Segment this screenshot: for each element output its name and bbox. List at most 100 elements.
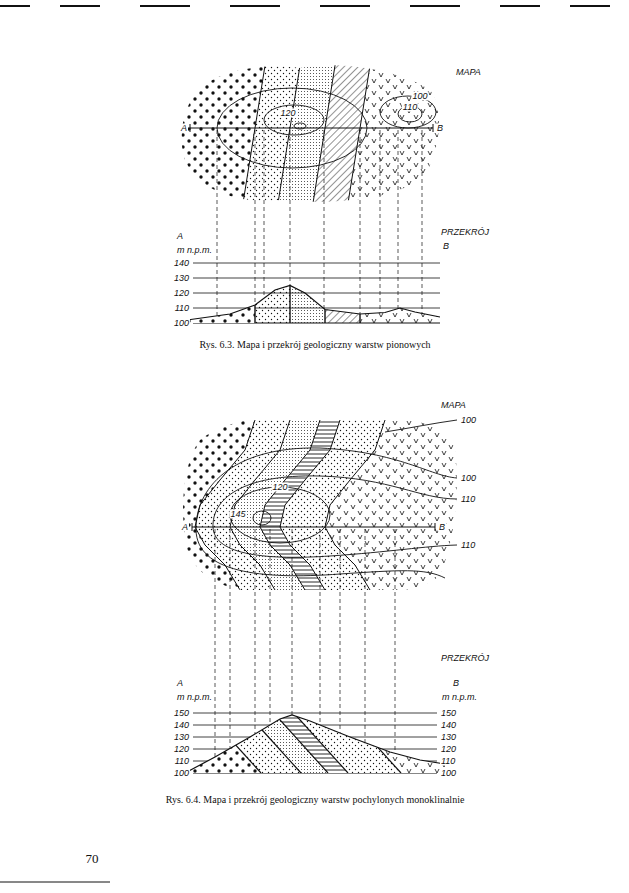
elevation-value: 130 (173, 733, 190, 742)
section-end: B (442, 242, 450, 251)
projection-lines (324, 130, 325, 309)
axis-unit: m n.p.m. (176, 693, 213, 702)
section-end: A (176, 232, 184, 241)
map-heading: MAPA (440, 401, 467, 410)
contour-value: 120 (271, 483, 288, 492)
monocline-beds-section (262, 700, 328, 773)
section-end: B (452, 679, 460, 688)
page-rule (60, 5, 100, 7)
elevation-value: 100 (173, 769, 190, 778)
monocline-beds-map (260, 420, 320, 590)
monocline-beds-map (325, 420, 460, 590)
axis-unit: m n.p.m. (441, 693, 478, 702)
elevation-value: 150 (440, 709, 457, 718)
page-rule (230, 5, 280, 7)
section-line (190, 128, 433, 129)
monocline-beds-map (325, 420, 385, 590)
monocline-beds-map (195, 420, 385, 590)
section-line (435, 523, 436, 531)
page-rule (140, 5, 190, 7)
section-heading: PRZEKRÓJ (440, 228, 490, 237)
elevation-value: 110 (174, 304, 190, 313)
projection-lines (360, 130, 361, 314)
monocline-beds-section (282, 700, 348, 773)
section-end: B (438, 523, 446, 532)
vertical-beds-map (347, 60, 371, 210)
figure-caption: Rys. 6.3. Mapa i przekrój geologiczny wa… (198, 340, 431, 350)
elevation-value: 120 (440, 745, 457, 754)
section-line (192, 523, 193, 531)
page-rule (0, 6, 610, 882)
vertical-beds-section (290, 280, 325, 324)
projection-lines (217, 130, 218, 316)
monocline-beds-map (230, 420, 290, 590)
vertical-beds-map (170, 60, 450, 210)
elevation-value: 140 (173, 721, 190, 730)
page-rule (0, 882, 110, 883)
page-rule (0, 5, 30, 7)
projection-lines (422, 130, 423, 313)
page-rule (410, 5, 460, 7)
contour-value: 110 (460, 495, 476, 504)
monocline-beds-section (175, 700, 450, 774)
monocline-beds-section (175, 700, 450, 774)
page-rule (570, 5, 610, 7)
elevation-value: 140 (173, 259, 190, 268)
page-number: 70 (85, 852, 100, 865)
section-end: A (180, 124, 188, 133)
figure-caption: Rys. 6.4. Mapa i przekrój geologiczny wa… (165, 795, 466, 805)
elevation-value: 140 (440, 721, 457, 730)
vertical-beds-section (254, 280, 255, 323)
monocline-beds-map (195, 420, 255, 590)
page-rule (500, 5, 540, 7)
elevation-value: 100 (440, 769, 457, 778)
contour-lines (196, 420, 457, 578)
vertical-beds-section (180, 280, 255, 324)
contour-lines (213, 476, 457, 557)
page-rule (320, 5, 370, 7)
vertical-beds-section (324, 280, 325, 323)
elevation-value: 100 (173, 319, 190, 328)
vertical-beds-map (242, 60, 371, 210)
projection-lines (395, 529, 396, 753)
section-end: B (436, 124, 444, 133)
elevation-value: 110 (440, 757, 456, 766)
contour-value: 120 (279, 109, 296, 118)
contour-value: 110 (460, 541, 476, 550)
projection-lines (365, 529, 366, 743)
contour-value: 100 (460, 474, 477, 483)
contour-lines (385, 420, 457, 432)
monocline-beds-section (235, 700, 301, 773)
elevation-value: 120 (173, 289, 190, 298)
projection-lines (292, 529, 293, 715)
axis-unit: m n.p.m. (176, 246, 213, 255)
projection-lines (255, 529, 256, 734)
section-line (190, 124, 433, 132)
terrain-profile (180, 286, 440, 322)
vertical-beds-section (180, 280, 440, 324)
contour-value: 110 (402, 103, 418, 112)
monocline-beds-section (195, 700, 401, 773)
projection-lines (340, 529, 341, 733)
section-line (433, 124, 434, 132)
section-end: A (181, 523, 189, 532)
projection-lines (217, 130, 422, 316)
projection-lines (255, 130, 256, 305)
terrain-profile (185, 715, 445, 773)
contour-value: 100 (411, 92, 428, 101)
elevation-value: 110 (174, 757, 190, 766)
elevation-value: 120 (173, 745, 190, 754)
monocline-beds-map (280, 420, 340, 590)
map-heading: MAPA (455, 68, 482, 77)
monocline-beds-section (282, 700, 401, 773)
vertical-beds-map (347, 60, 450, 210)
contour-lines (264, 105, 324, 135)
section-heading: PRZEKRÓJ (440, 654, 490, 663)
monocline-beds-map (170, 420, 460, 590)
vertical-beds-map (242, 60, 266, 210)
section-line (190, 124, 191, 132)
elevation-value: 130 (173, 274, 190, 283)
projection-lines (230, 529, 231, 748)
